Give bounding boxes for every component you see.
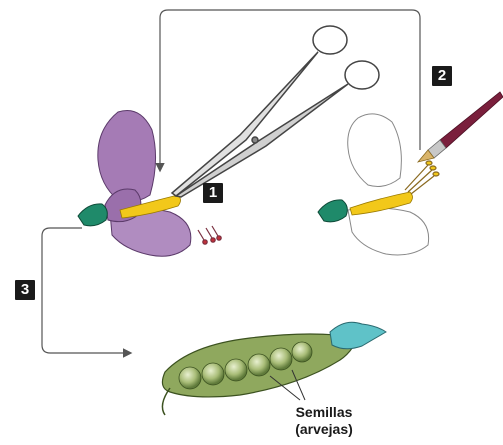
pea-pod bbox=[162, 322, 386, 415]
purple-standard-petal bbox=[98, 110, 156, 201]
scissors-pivot bbox=[252, 137, 258, 143]
scissors-lower-ring bbox=[345, 61, 379, 89]
white-flower bbox=[318, 114, 439, 255]
pea-seed bbox=[292, 342, 312, 362]
pea-seed bbox=[202, 363, 224, 385]
pea-seed bbox=[179, 367, 201, 389]
step-3-badge: 3 bbox=[15, 280, 35, 300]
step-1-badge: 1 bbox=[203, 183, 223, 203]
pod-tip bbox=[330, 322, 386, 349]
brush-handle bbox=[440, 92, 503, 148]
scissors-upper-ring bbox=[313, 26, 347, 54]
white-green-sepal bbox=[318, 200, 347, 222]
step-2-badge: 2 bbox=[432, 66, 452, 86]
seeds-label: Semillas bbox=[268, 404, 380, 421]
seeds-sublabel: (arvejas) bbox=[268, 421, 380, 438]
green-sepal bbox=[78, 204, 107, 226]
paint-brush bbox=[418, 92, 503, 162]
scissors bbox=[172, 26, 379, 197]
seed-development-arrow bbox=[42, 228, 130, 353]
scissors-lower-blade bbox=[176, 84, 348, 197]
white-standard-petal bbox=[348, 114, 402, 187]
pea-seed bbox=[248, 354, 270, 376]
pea-seed bbox=[225, 359, 247, 381]
white-wing-petal bbox=[348, 208, 429, 255]
cut-stamens bbox=[198, 226, 221, 244]
white-stamens bbox=[405, 161, 439, 194]
pea-seed bbox=[270, 348, 292, 370]
